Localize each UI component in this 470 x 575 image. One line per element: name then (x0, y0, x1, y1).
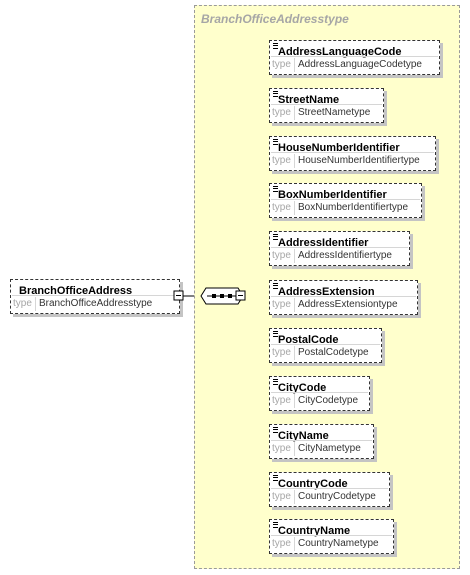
optional-marker-icon (273, 475, 278, 481)
optional-marker-icon (273, 522, 278, 528)
element-type-value: CityNametype (298, 443, 361, 454)
element-type-value: CountryNametype (298, 538, 379, 549)
optional-marker-icon (273, 283, 278, 289)
minus-box-icon[interactable] (173, 290, 184, 301)
optional-marker-icon (273, 234, 278, 240)
element-type-value: StreetNametype (298, 107, 371, 118)
complex-type-title: BranchOfficeAddresstype (201, 12, 349, 26)
element-type-key: type (272, 106, 295, 120)
element-name: AddressExtension (278, 286, 375, 298)
element-type-value: AddressExtensiontype (298, 299, 398, 310)
optional-marker-icon (273, 139, 278, 145)
element-type-key: type (272, 249, 295, 263)
optional-marker-icon (273, 331, 278, 337)
element-type-key: type (272, 201, 295, 215)
root-type-value: BranchOfficeAddresstype (39, 298, 153, 309)
element-name: AddressIdentifier (278, 237, 369, 249)
element-type-value: PostalCodetype (298, 347, 369, 358)
element-name: CityName (278, 430, 329, 442)
element-name: CountryName (278, 525, 351, 537)
sequence-icon[interactable] (200, 287, 244, 305)
element-type-value: CountryCodetype (298, 491, 376, 502)
element-type-key: type (272, 537, 295, 551)
element-name: AddressLanguageCode (278, 46, 402, 58)
element-name: BoxNumberIdentifier (278, 189, 387, 201)
element-type-key: type (272, 58, 295, 72)
element-type-key: type (272, 154, 295, 168)
element-type-value: BoxNumberIdentifiertype (298, 202, 409, 213)
optional-marker-icon (273, 91, 278, 97)
optional-marker-icon (273, 43, 278, 49)
sequence-minus-box-icon[interactable] (235, 290, 246, 301)
element-name: StreetName (278, 94, 340, 106)
root-element[interactable]: BranchOfficeAddress type BranchOfficeAdd… (10, 279, 180, 314)
element-type-key: type (272, 346, 295, 360)
element-name: HouseNumberIdentifier (278, 142, 400, 154)
element-name: PostalCode (278, 334, 339, 346)
element-type-value: HouseNumberIdentifiertype (298, 155, 420, 166)
element-type-key: type (272, 490, 295, 504)
element-type-key: type (272, 394, 295, 408)
root-type-key: type (13, 297, 36, 311)
element-type-key: type (272, 442, 295, 456)
element-type-value: CityCodetype (298, 395, 359, 406)
optional-marker-icon (273, 427, 278, 433)
optional-marker-icon (273, 379, 278, 385)
element-type-key: type (272, 298, 295, 312)
element-name: CountryCode (278, 478, 348, 490)
optional-marker-icon (273, 186, 278, 192)
root-element-name: BranchOfficeAddress (19, 285, 133, 297)
element-type-value: AddressLanguageCodetype (298, 59, 422, 70)
root-type-row: type BranchOfficeAddresstype (12, 295, 178, 312)
element-type-value: AddressIdentifiertype (298, 250, 392, 261)
element-name: CityCode (278, 382, 327, 394)
